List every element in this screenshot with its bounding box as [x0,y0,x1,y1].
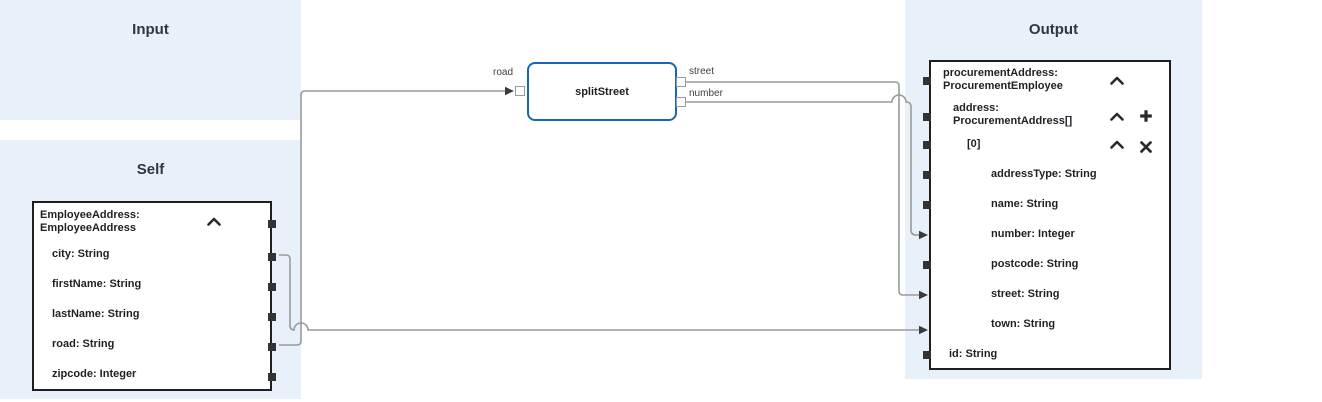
field-row-address-group[interactable]: address: ProcurementAddress[] [953,102,1073,127]
chevron-up-icon[interactable] [1109,112,1125,121]
port-procurement-address[interactable] [923,77,931,85]
chevron-up-icon[interactable] [206,217,222,226]
arrowhead-icon [919,325,928,335]
connection-city-to-town[interactable] [279,254,919,331]
field-row-zipcode[interactable]: zipcode: Integer [52,368,137,380]
field-row-name[interactable]: name: String [991,198,1059,210]
panel-output-title: Output [1028,21,1079,38]
field-row-street[interactable]: street: String [991,288,1060,300]
port-index-0[interactable] [923,141,931,149]
field-row-firstname[interactable]: firstName: String [52,278,142,290]
port-id[interactable] [923,351,931,359]
connection-splitstreet-to-street[interactable] [686,81,919,296]
port-splitstreet-street-out[interactable] [676,77,686,87]
employee-address-node: EmployeeAddress: EmployeeAddress city: S… [32,201,276,391]
port-road[interactable] [268,343,276,351]
connection-road-to-splitstreet[interactable] [279,90,505,346]
port-zipcode[interactable] [268,373,276,381]
port-splitstreet-number-out[interactable] [676,97,686,107]
wire-label-street: street [689,66,715,77]
panel-input: Input [0,0,301,120]
port-lastname[interactable] [268,313,276,321]
field-row-postcode[interactable]: postcode: String [991,258,1079,270]
transformation-label: splitStreet [575,85,629,98]
node-title-procurement-address[interactable]: procurementAddress: ProcurementEmployee [943,67,1063,92]
arrowhead-icon [919,230,928,240]
port-firstname[interactable] [268,283,276,291]
transformation-node-splitstreet[interactable]: splitStreet [515,62,686,121]
field-row-lastname[interactable]: lastName: String [52,308,140,320]
field-row-index-0[interactable]: [0] [967,138,981,150]
node-title-employee-address[interactable]: EmployeeAddress: EmployeeAddress [40,209,140,234]
panel-self-title: Self [136,161,165,178]
arrowhead-icon [919,290,928,300]
field-row-road[interactable]: road: String [52,338,115,350]
chevron-up-icon[interactable] [1109,76,1125,85]
wire-label-road: road [492,67,513,78]
field-row-city[interactable]: city: String [52,248,110,260]
port-employee-address[interactable] [268,220,276,228]
procurement-address-node: procurementAddress: ProcurementEmployee … [923,60,1171,370]
arrowhead-icon [505,86,514,96]
port-splitstreet-road-in[interactable] [515,86,525,96]
port-address-group[interactable] [923,113,931,121]
field-row-id[interactable]: id: String [949,348,998,360]
port-postcode[interactable] [923,261,931,269]
wire-label-number: number [689,88,723,99]
port-city[interactable] [268,253,276,261]
port-addresstype[interactable] [923,171,931,179]
field-row-number[interactable]: number: Integer [991,228,1075,240]
plus-icon[interactable] [1139,109,1153,123]
close-icon[interactable] [1139,140,1153,154]
panel-input-title: Input [132,21,169,38]
field-row-town[interactable]: town: String [991,318,1056,330]
field-row-addresstype[interactable]: addressType: String [991,168,1097,180]
chevron-up-icon[interactable] [1109,140,1125,149]
connection-splitstreet-to-number[interactable] [686,94,919,236]
port-name[interactable] [923,201,931,209]
